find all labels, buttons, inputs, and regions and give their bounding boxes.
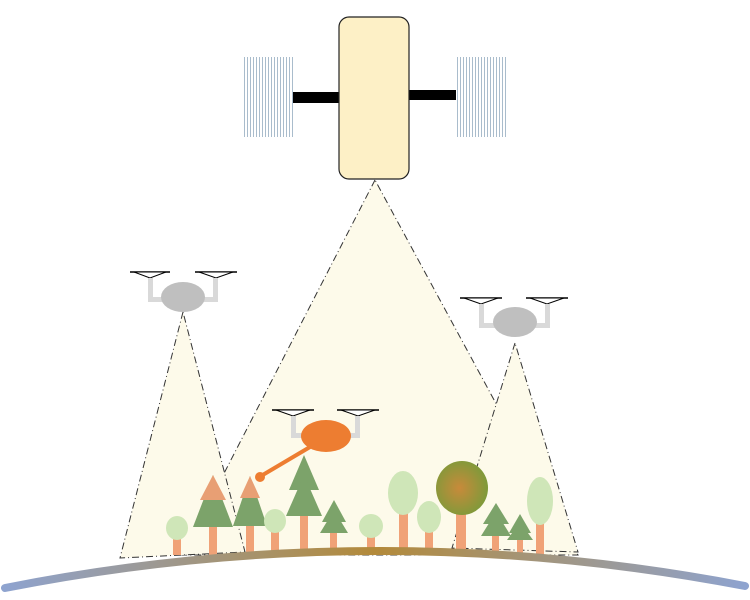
conifer-tree-icon (481, 503, 511, 555)
forest (166, 455, 553, 555)
conifer-tree-icon (320, 500, 348, 555)
deciduous-tree-icon (417, 501, 441, 555)
drone-with-arm-icon (255, 409, 379, 482)
deciduous-tree-icon (264, 509, 286, 555)
deciduous-tree-icon (166, 516, 188, 555)
ground-curve (1, 547, 749, 592)
drone-body (301, 420, 351, 452)
drone-icon (130, 271, 237, 312)
solar-panel-left (243, 57, 293, 137)
satellite-body (338, 16, 410, 180)
conifer-tree-icon (233, 476, 267, 555)
satellite-icon (243, 16, 506, 180)
drone-body (493, 307, 537, 337)
satellite-boom-right (409, 90, 456, 100)
manipulator-arm (259, 445, 312, 478)
deciduous-tree-icon (527, 477, 553, 555)
drone-body (161, 282, 205, 312)
solar-panel-right (456, 57, 506, 137)
manipulator-tip (255, 472, 265, 482)
drone-icon (460, 297, 568, 337)
conifer-tree-icon (193, 475, 233, 555)
deciduous-tree-icon (359, 514, 383, 555)
satellite-boom-left (293, 92, 340, 103)
conifer-tree-icon (507, 514, 533, 555)
deciduous-tree-icon (436, 461, 488, 555)
coverage-areas (119, 178, 579, 559)
conifer-tree-icon (286, 455, 322, 555)
deciduous-tree-icon (388, 471, 418, 555)
